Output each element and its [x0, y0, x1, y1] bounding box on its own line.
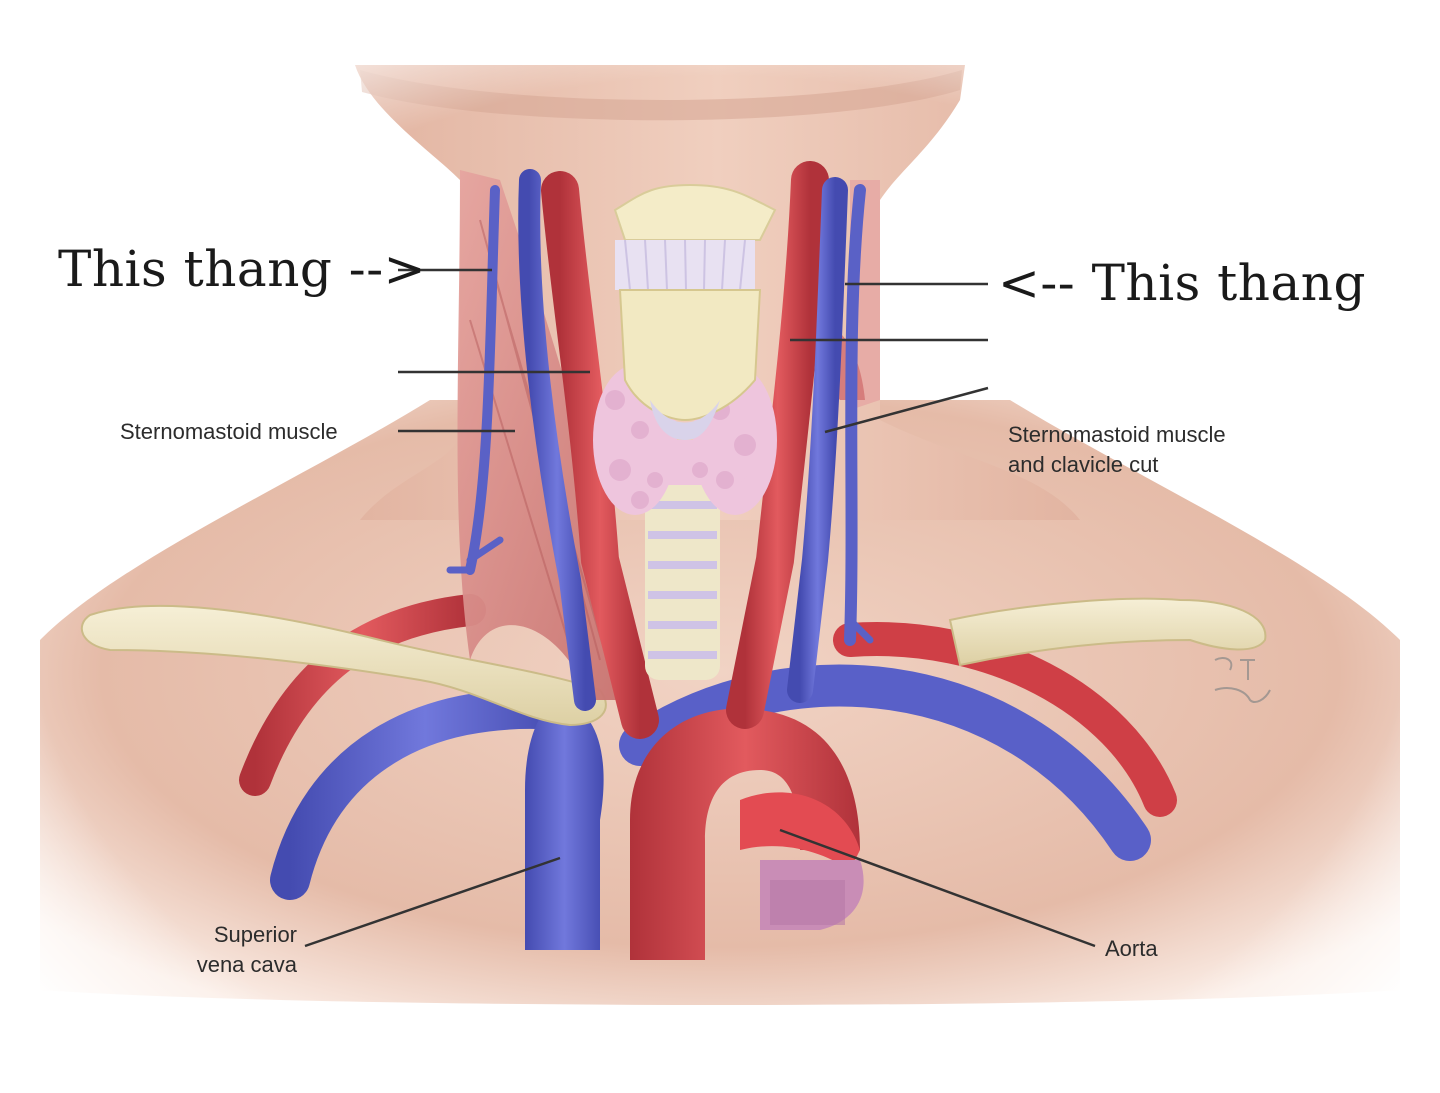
- aorta-label: Aorta: [1105, 936, 1158, 961]
- sternomastoid-muscle-label-right: Sternomastoid muscle and clavicle cut: [1008, 420, 1226, 479]
- leader-aorta: [779, 828, 1096, 948]
- artist-signature: [1214, 657, 1271, 703]
- sternomastoid-right-line1: Sternomastoid muscle: [1008, 422, 1226, 447]
- leader-svc: [304, 856, 561, 948]
- svc-line1: Superior: [213, 922, 297, 947]
- this-thang-label-right: <-- This thang: [998, 254, 1366, 312]
- sternomastoid-right-line2: and clavicle cut: [1008, 451, 1159, 477]
- svc-line2: vena cava: [196, 951, 297, 977]
- sternomastoid-muscle-label-left: Sternomastoid muscle: [120, 419, 338, 444]
- leader-sternomastoid-right: [824, 386, 989, 434]
- superior-vena-cava-label: Superior vena cava: [172, 920, 297, 979]
- leader-lines: [304, 268, 1096, 948]
- this-thang-label-left: This thang -->: [58, 240, 426, 298]
